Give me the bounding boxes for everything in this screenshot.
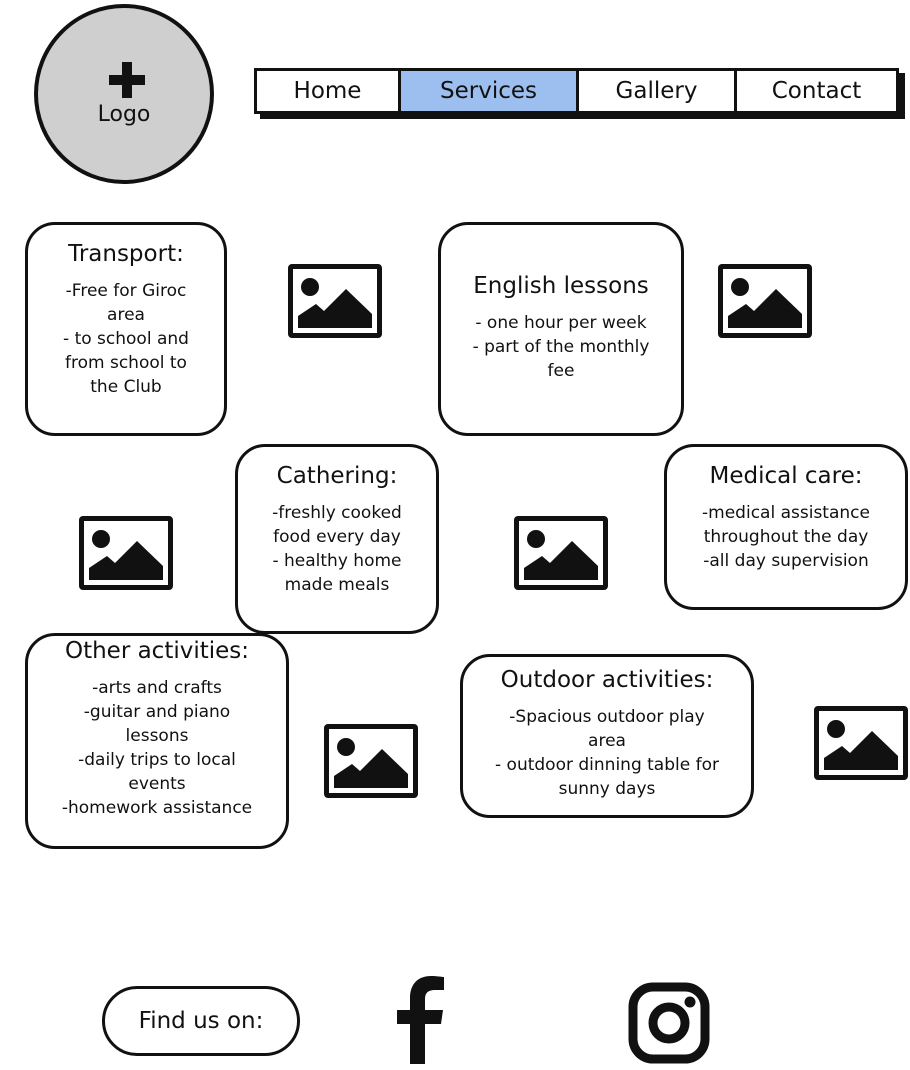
card-text: -guitar and piano lessons [83, 702, 231, 746]
card-text: -homework assistance [61, 798, 253, 818]
card-text: -daily trips to local events [78, 750, 236, 794]
card-text: - outdoor dinning table for sunny days [495, 755, 719, 799]
card-title: Medical care: [709, 463, 863, 489]
card-title: Cathering: [276, 463, 398, 489]
card-text: - to school and from school to the Club [63, 329, 189, 397]
card-english: English lessons - one hour per week - pa… [438, 222, 684, 436]
card-text: -medical assistance throughout the day [702, 503, 870, 547]
instagram-icon[interactable] [628, 982, 710, 1064]
card-text: -Free for Giroc area [65, 281, 187, 325]
image-placeholder-icon [514, 516, 608, 590]
card-title: Transport: [68, 241, 184, 267]
card-outdoor-activities: Outdoor activities: -Spacious outdoor pl… [460, 654, 754, 818]
find-us-label: Find us on: [102, 986, 300, 1056]
card-text: -all day supervision [703, 551, 869, 571]
image-placeholder-icon [79, 516, 173, 590]
card-text: -Spacious outdoor play area [509, 707, 705, 751]
card-medical: Medical care: -medical assistance throug… [664, 444, 908, 610]
facebook-icon[interactable] [396, 976, 446, 1064]
card-other-activities: Other activities: -arts and crafts -guit… [25, 633, 289, 849]
card-transport: Transport: -Free for Giroc area - to sch… [25, 222, 227, 436]
image-placeholder-icon [324, 724, 418, 798]
tab-contact[interactable]: Contact [771, 78, 862, 104]
card-text: - one hour per week [475, 313, 647, 333]
logo-label: Logo [97, 102, 151, 127]
card-text: -arts and crafts [92, 678, 222, 698]
image-placeholder-icon [814, 706, 908, 780]
card-text: - part of the monthly fee [472, 337, 650, 381]
logo[interactable]: Logo [34, 4, 214, 184]
card-title: Outdoor activities: [500, 667, 714, 693]
image-placeholder-icon [288, 264, 382, 338]
card-title: Other activities: [64, 638, 250, 664]
main-nav: Home Services Gallery Contact [254, 68, 899, 114]
card-title: English lessons [473, 273, 649, 299]
image-placeholder-icon [718, 264, 812, 338]
card-cathering: Cathering: -freshly cooked food every da… [235, 444, 439, 634]
card-text: - healthy home made meals [272, 551, 402, 595]
tab-home[interactable]: Home [257, 71, 401, 111]
tab-services[interactable]: Services [401, 71, 579, 111]
tab-gallery[interactable]: Gallery [579, 71, 737, 111]
plus-icon [109, 62, 145, 98]
card-text: -freshly cooked food every day [272, 503, 402, 547]
